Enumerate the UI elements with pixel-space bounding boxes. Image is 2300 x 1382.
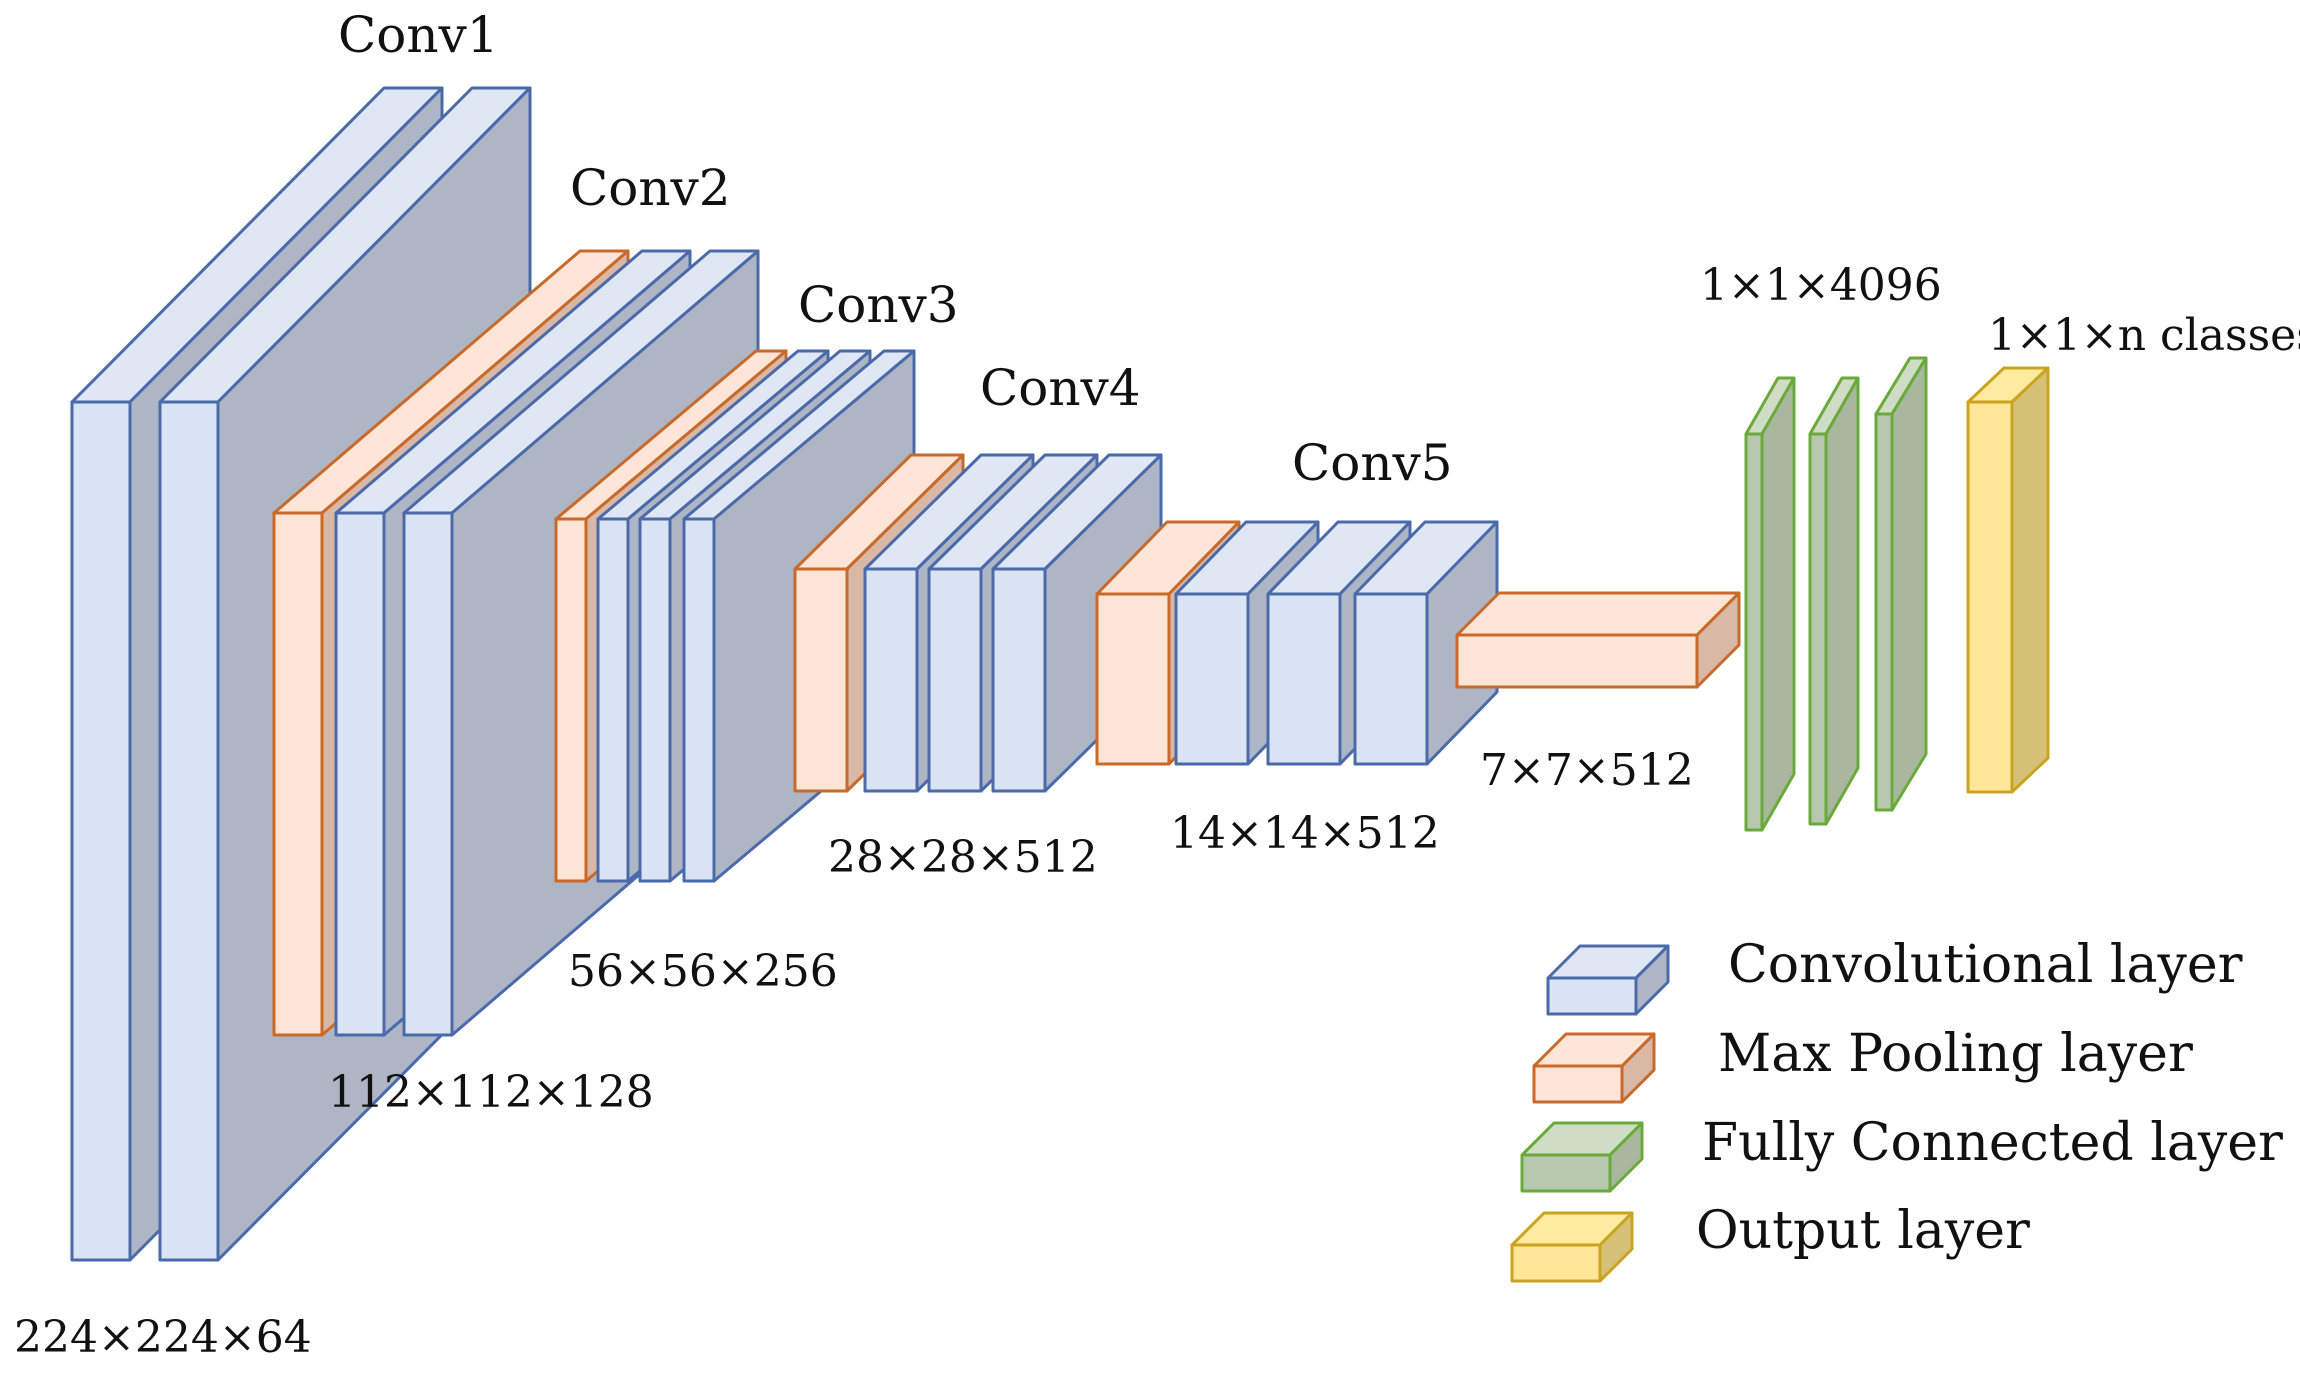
stage-label-conv2: Conv2: [570, 159, 731, 217]
dim-label-1x1xn-classes: 1×1×n classes: [1988, 310, 2300, 361]
stage-label-conv1: Conv1: [338, 6, 499, 64]
dim-label-28x28x512: 28×28×512: [828, 832, 1098, 883]
pool-layer-block: [1455, 591, 1741, 689]
legend-swatches: [1510, 944, 1670, 1283]
pool-block-front: [272, 511, 324, 1037]
fc-block-front: [1874, 412, 1894, 812]
conv-block-front: [334, 511, 386, 1037]
dim-label-56x56x256: 56×56×256: [568, 946, 838, 997]
dim-label-224x224x64: 224×224×64: [14, 1312, 312, 1363]
fc-block-side: [1760, 376, 1796, 832]
dim-label-7x7x512: 7×7×512: [1480, 745, 1694, 796]
conv-block-front: [70, 400, 132, 1262]
fc-block-side: [1890, 356, 1928, 812]
pool-block-front: [793, 567, 849, 793]
fc-block-front: [1808, 432, 1828, 826]
conv-block-front: [596, 517, 630, 883]
stage-label-conv5: Conv5: [1292, 434, 1453, 492]
out-layer-block: [1510, 1211, 1634, 1283]
conv-block-front: [638, 517, 672, 883]
conv-block-front: [863, 567, 919, 793]
stage-label-conv4: Conv4: [980, 359, 1141, 417]
conv-layer-block: [1546, 944, 1670, 1016]
legend-label-output: Output layer: [1696, 1201, 2030, 1261]
conv-layer-block: [1353, 520, 1499, 766]
conv-block-front: [158, 400, 220, 1262]
dim-label-112x112x128: 112×112×128: [328, 1067, 654, 1118]
legend-label-max-pooling: Max Pooling layer: [1718, 1024, 2193, 1084]
conv-block-front: [402, 511, 454, 1037]
pool-layer-block: [1532, 1032, 1656, 1104]
fc-layer-block: [1744, 376, 1796, 832]
fc-block-side: [1824, 376, 1860, 826]
out-layer-block: [1966, 366, 2050, 794]
pool-block-front: [1455, 633, 1699, 689]
fc-layer-block: [1520, 1121, 1644, 1193]
pool-block-front: [1532, 1064, 1624, 1104]
pool-block-front: [554, 517, 588, 883]
stage-label-conv3: Conv3: [798, 276, 959, 334]
pool-block-front: [1095, 592, 1171, 766]
fc-block-front: [1520, 1153, 1612, 1193]
dim-label-14x14x512: 14×14×512: [1170, 808, 1440, 859]
conv-block-front: [927, 567, 983, 793]
legend-label-fully-connected: Fully Connected layer: [1702, 1113, 2283, 1173]
out-block-side: [2010, 366, 2050, 794]
legend-label-convolutional: Convolutional layer: [1728, 935, 2243, 995]
layer-blocks: [70, 86, 2050, 1262]
fc-layer-block: [1808, 376, 1860, 826]
conv-block-front: [1266, 592, 1342, 766]
out-block-front: [1966, 400, 2014, 794]
out-block-front: [1510, 1243, 1602, 1283]
fc-block-front: [1744, 432, 1764, 832]
conv-block-front: [991, 567, 1047, 793]
conv-block-front: [1546, 976, 1638, 1016]
conv-block-front: [1353, 592, 1429, 766]
fc-layer-block: [1874, 356, 1928, 812]
conv-block-front: [1174, 592, 1250, 766]
pool-block-top: [1455, 591, 1741, 637]
conv-block-front: [682, 517, 716, 883]
dim-label-1x1x4096: 1×1×4096: [1700, 260, 1942, 311]
